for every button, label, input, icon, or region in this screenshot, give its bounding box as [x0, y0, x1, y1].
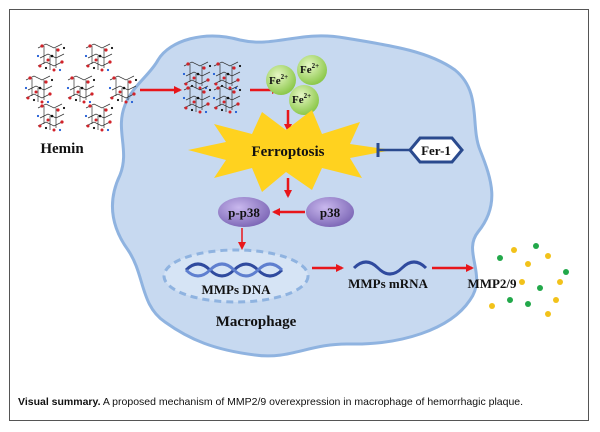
- fer1-hexagon: [408, 136, 464, 164]
- mmp-secreted-dots: [489, 243, 569, 317]
- caption-bold: Visual summary.: [18, 396, 101, 408]
- dna-helix: [184, 262, 284, 278]
- mechanism-diagram: Hemin Fe2+ Fe2+ Fe2+ Ferroptosis Fer-1 p…: [24, 34, 569, 358]
- fer1-label: Fer-1: [421, 143, 451, 158]
- svg-text:Fe2+: Fe2+: [300, 62, 319, 76]
- mmps-mrna-label: MMPs mRNA: [348, 276, 428, 291]
- pp38-node: [218, 197, 270, 227]
- p38-label: p38: [320, 205, 341, 220]
- mrna-strand: [352, 260, 428, 276]
- pp38-label: p-p38: [228, 205, 260, 220]
- ferroptosis-label: Ferroptosis: [251, 144, 324, 160]
- mmp29-label: MMP2/9: [467, 276, 517, 291]
- p38-node: [306, 197, 354, 227]
- caption-text: A proposed mechanism of MMP2/9 overexpre…: [100, 396, 524, 408]
- ferroptosis-burst: [188, 110, 392, 192]
- svg-text:Fe2+: Fe2+: [269, 73, 288, 87]
- macrophage-label: Macrophage: [216, 314, 297, 330]
- figure-caption: Visual summary. A proposed mechanism of …: [18, 396, 588, 408]
- macrophage-cell: [110, 34, 494, 358]
- hemin-label: Hemin: [40, 141, 84, 157]
- mmps-dna-label: MMPs DNA: [202, 282, 272, 297]
- ferrous-iron-ions: Fe2+ Fe2+ Fe2+: [266, 55, 327, 115]
- svg-text:Fe2+: Fe2+: [292, 92, 311, 106]
